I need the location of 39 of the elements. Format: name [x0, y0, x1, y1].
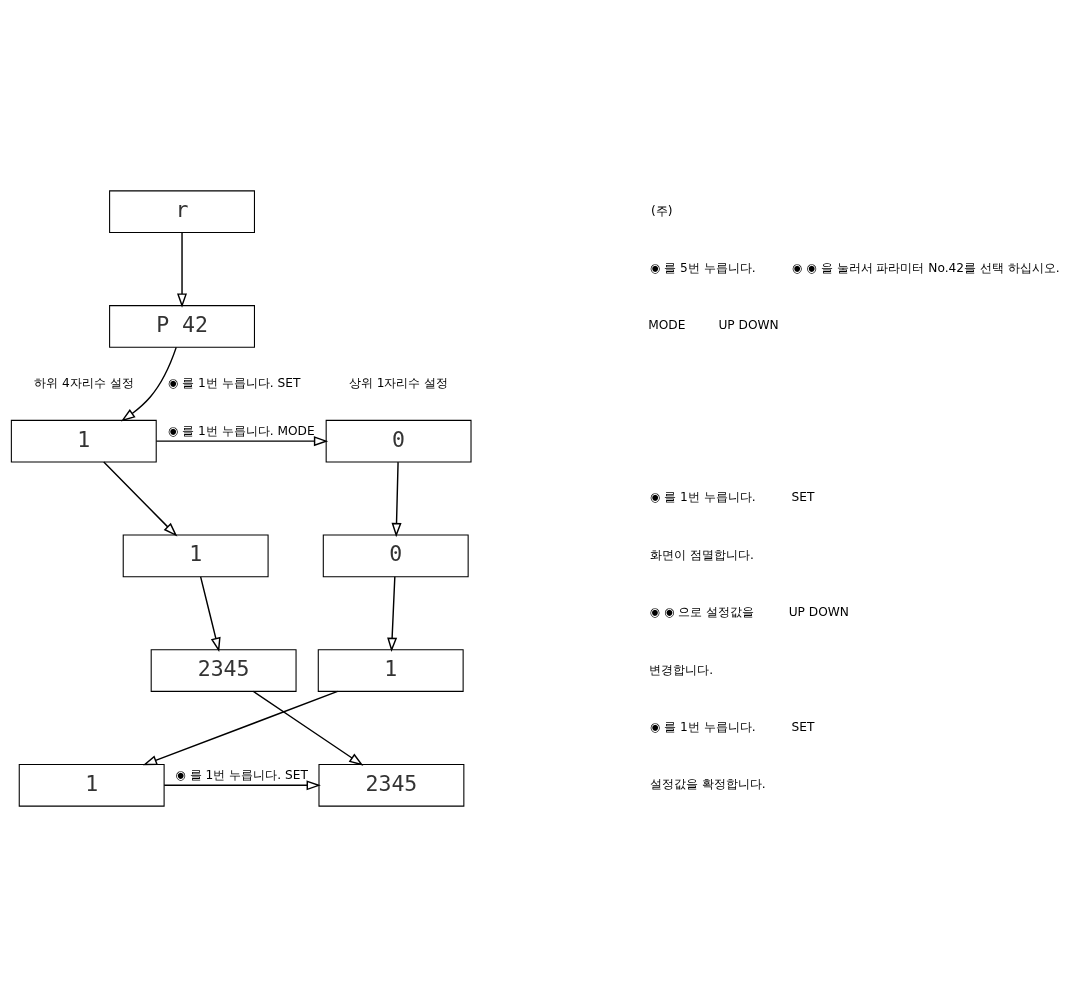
arrow	[163, 779, 321, 790]
arrow	[142, 690, 339, 765]
arrow	[120, 346, 177, 421]
label: SET	[791, 489, 815, 504]
arrow	[177, 231, 188, 308]
node-box: 1	[10, 419, 157, 462]
label: 설정값을 확정합니다.	[649, 776, 766, 791]
node-box: r	[109, 189, 255, 233]
node-box: 1	[18, 763, 165, 807]
edge-label: ◉ 를 1번 누릅니다. SET	[175, 767, 308, 782]
node-label: 상위 1자리수 설정	[348, 375, 449, 390]
node-box: 2345	[318, 763, 465, 807]
label: UP DOWN	[718, 317, 779, 332]
label: (주)	[651, 203, 673, 218]
label: UP DOWN	[788, 604, 849, 619]
label: ◉ ◉ 을 눌러서 파라미터 No.42를 선택 하십시오.	[791, 260, 1060, 275]
node-box: 1	[317, 648, 464, 692]
label: ◉ ◉ 으로 설정값을	[649, 604, 755, 619]
node-box: 1	[122, 534, 269, 577]
arrow	[252, 690, 364, 766]
label: ◉ 를 1번 누릅니다.	[649, 489, 756, 504]
node-box: 2345	[150, 648, 297, 692]
arrow	[199, 575, 221, 652]
node-box: P 42	[109, 304, 255, 348]
arrow	[391, 460, 402, 537]
node-box: 0	[325, 419, 472, 462]
label: SET	[791, 719, 815, 734]
edge-label: ◉ 를 1번 누릅니다. SET	[167, 375, 301, 390]
label: ◉ 를 1번 누릅니다.	[649, 719, 756, 734]
edge-label: ◉ 를 1번 누릅니다. MODE	[167, 423, 315, 438]
arrow	[387, 575, 398, 652]
node-box: 0	[322, 534, 469, 577]
label: MODE	[648, 317, 686, 332]
node-label: 하위 4자리수 설정	[34, 375, 134, 390]
arrow	[103, 460, 178, 537]
label: 화면이 점멸합니다.	[650, 547, 754, 562]
label: ◉ 를 5번 누릅니다.	[649, 260, 756, 275]
arrow	[155, 435, 329, 446]
label: 변경합니다.	[649, 662, 714, 677]
